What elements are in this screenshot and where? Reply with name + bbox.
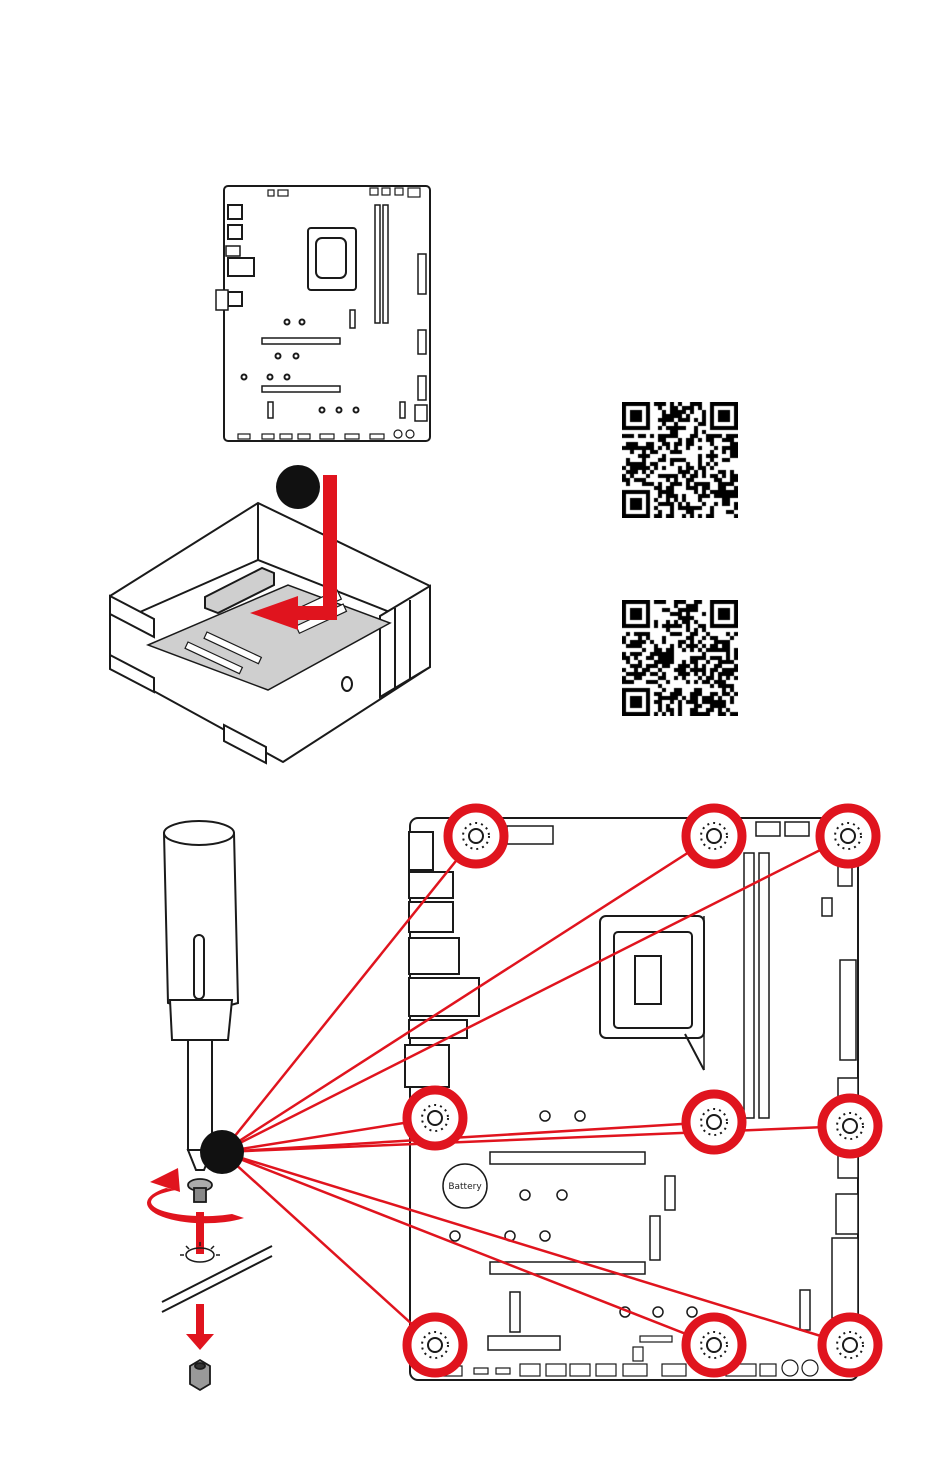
mounting-hole-8 bbox=[686, 1317, 742, 1373]
screwdriver-icon bbox=[164, 821, 238, 1170]
mounting-hole-5 bbox=[686, 1094, 742, 1150]
main-board-diagram bbox=[405, 818, 858, 1380]
mounting-hole-4 bbox=[407, 1090, 463, 1146]
top-board-diagram bbox=[216, 186, 430, 441]
case-installation-diagram bbox=[110, 503, 430, 763]
mounting-hole-1 bbox=[448, 808, 504, 864]
mounting-hole-6 bbox=[822, 1098, 878, 1154]
mounting-hole-3 bbox=[820, 808, 876, 864]
qr-code-1 bbox=[622, 402, 738, 518]
screw-icon bbox=[188, 1179, 212, 1202]
mounting-hole-7 bbox=[407, 1317, 463, 1373]
step-marker-top bbox=[276, 465, 320, 509]
standoff-down-arrow bbox=[186, 1304, 214, 1350]
mounting-hole-2 bbox=[686, 808, 742, 864]
board-edge-lines bbox=[162, 1246, 272, 1312]
step-marker-bottom bbox=[200, 1130, 244, 1174]
standoff-icon bbox=[190, 1360, 210, 1390]
qr-code-2 bbox=[622, 600, 738, 716]
mounting-hole-9 bbox=[822, 1317, 878, 1373]
battery-label: Battery bbox=[448, 1182, 482, 1192]
